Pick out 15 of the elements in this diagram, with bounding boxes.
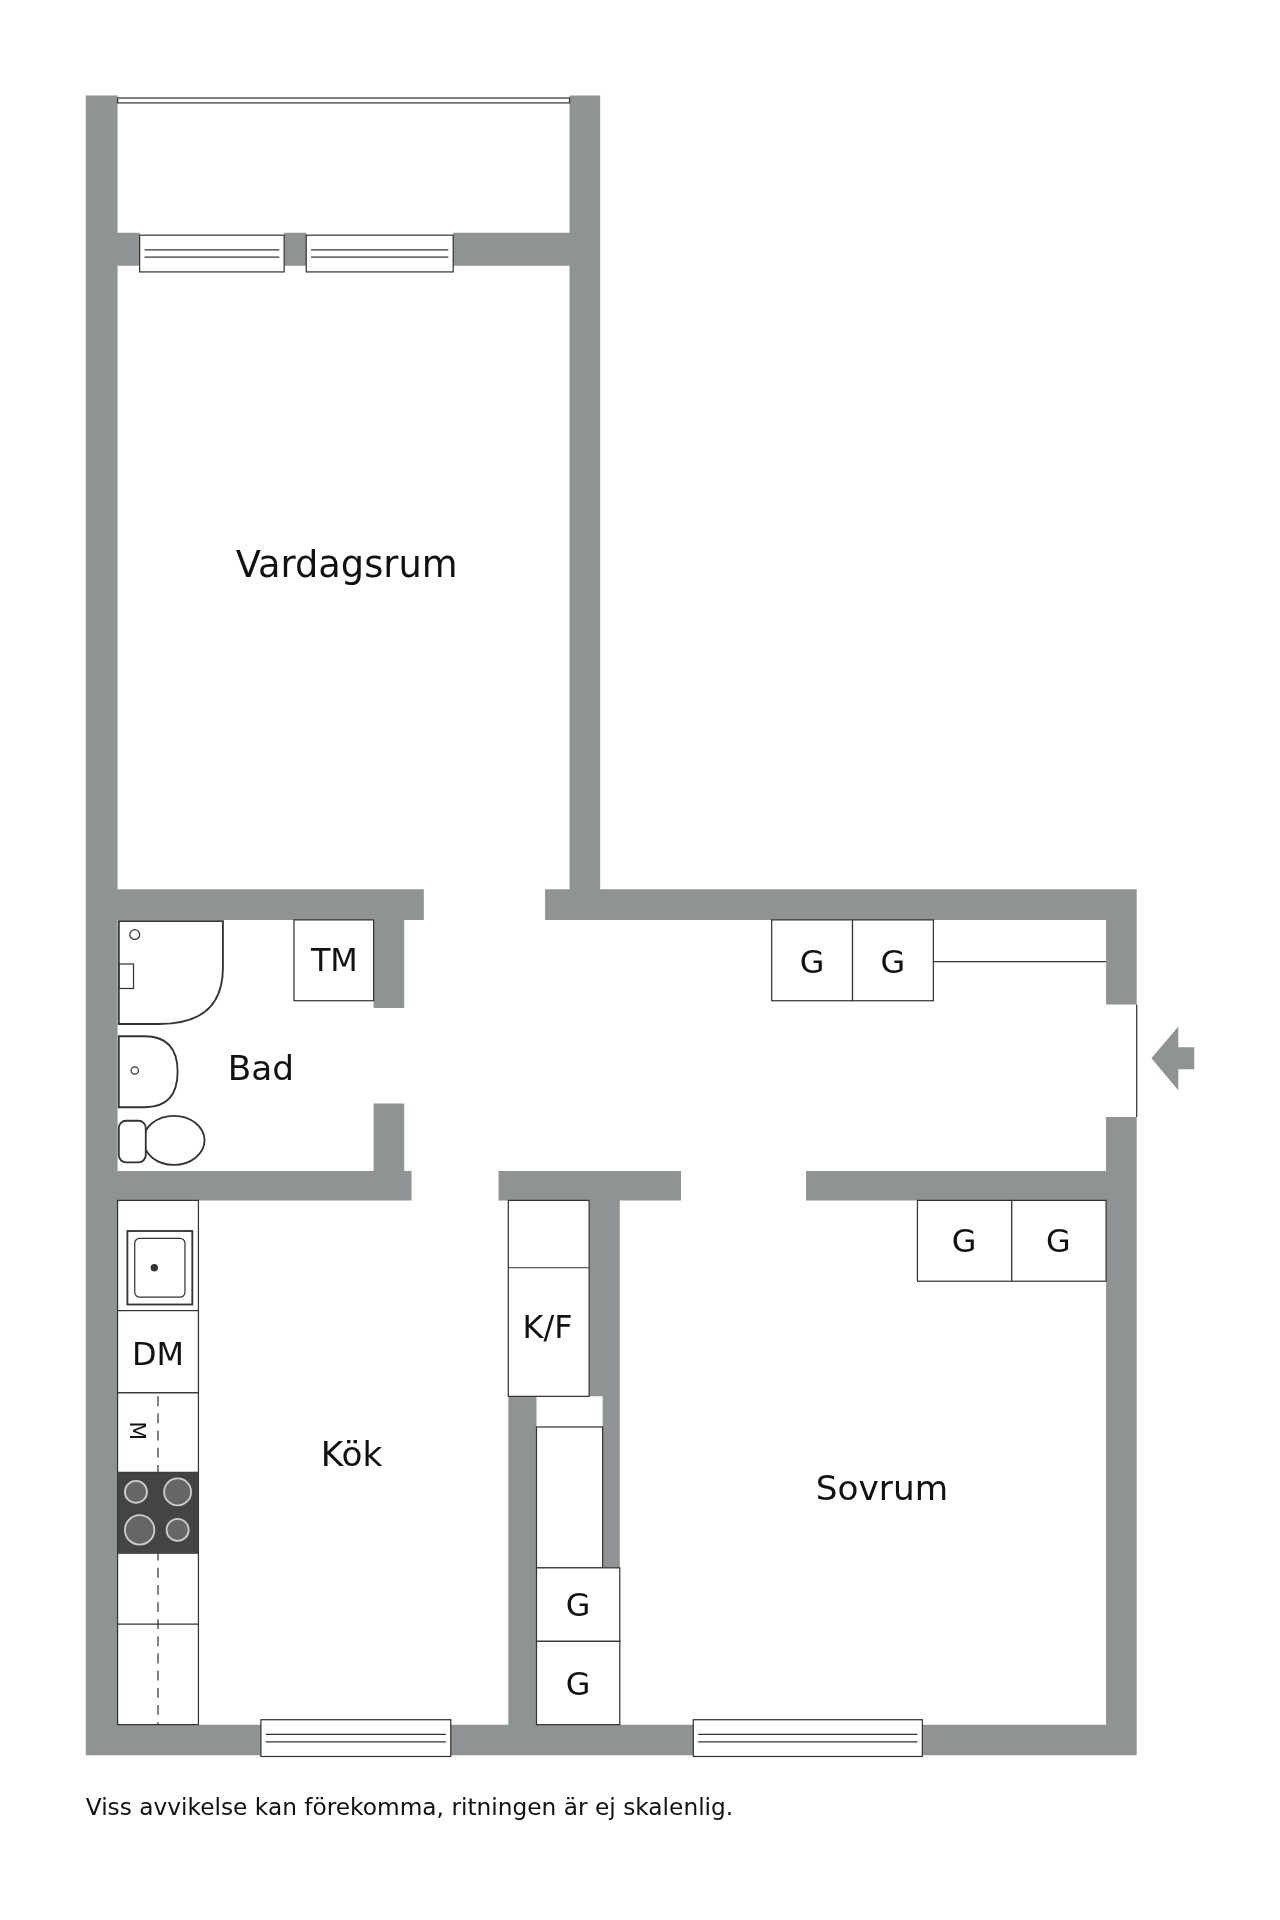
room-label: Bad	[227, 1052, 295, 1087]
fixture-label: TM	[310, 944, 358, 977]
fixture-label: G	[565, 1668, 591, 1701]
fixture-label: G	[880, 945, 906, 978]
fixture-label: G	[565, 1588, 591, 1621]
fixture-label: G	[951, 1224, 977, 1257]
room-label: Vardagsrum	[235, 546, 458, 584]
fixture-label: G	[799, 945, 825, 978]
fixture-label: M	[126, 1421, 149, 1441]
room-label: Kök	[320, 1438, 383, 1473]
fixture-label: DM	[132, 1337, 184, 1370]
fixture-label: G	[1045, 1224, 1071, 1257]
room-label: Sovrum	[815, 1472, 949, 1507]
disclaimer-note: Viss avvikelse kan förekomma, ritningen är ej skalenlig.	[85, 1793, 734, 1821]
fixture-label: K/F	[522, 1310, 573, 1343]
